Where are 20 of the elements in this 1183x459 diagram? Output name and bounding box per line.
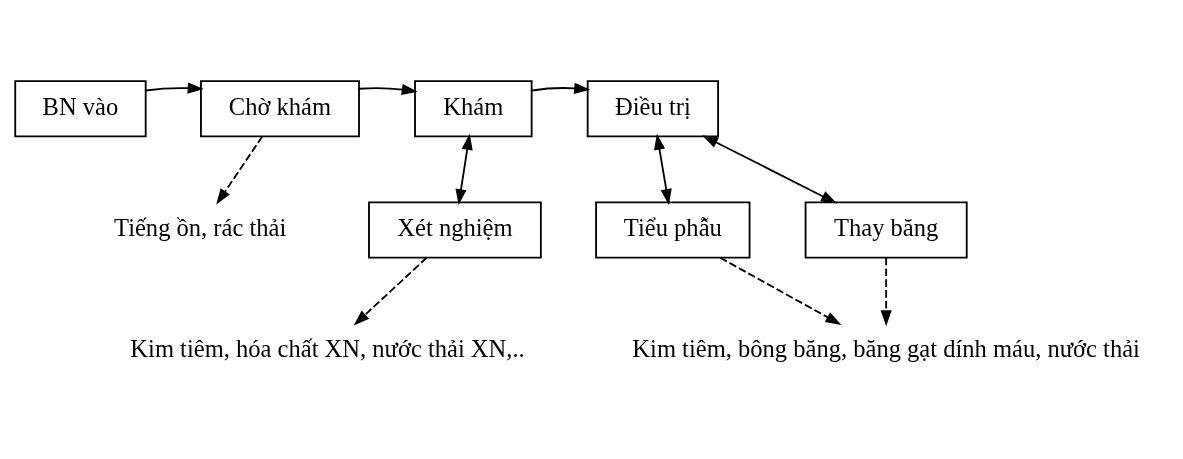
arrow	[216, 135, 264, 205]
arrow	[719, 256, 842, 325]
arrow	[702, 134, 837, 204]
node-text: Kim tiêm, bông băng, băng gạt dính máu, nước thải	[632, 334, 1140, 362]
node-box: Tiểu phẫu	[595, 200, 751, 259]
arrow	[654, 133, 672, 205]
node-box: Chờ khám	[200, 79, 360, 137]
node-box: BN vào	[14, 79, 147, 137]
node-box: Thay băng	[804, 200, 968, 259]
arrow	[145, 82, 204, 94]
arrow	[455, 133, 473, 205]
node-box: Xét nghiệm	[368, 200, 542, 259]
arrow	[358, 83, 418, 95]
node-box: Điều trị	[586, 79, 720, 137]
node-text: Kim tiêm, hóa chất XN, nước thải XN,..	[130, 334, 525, 362]
arrow	[880, 256, 892, 326]
arrow	[531, 82, 591, 94]
node-text: Tiếng ồn, rác thải	[114, 213, 287, 241]
arrow	[353, 256, 428, 325]
node-box: Khám	[414, 79, 533, 137]
